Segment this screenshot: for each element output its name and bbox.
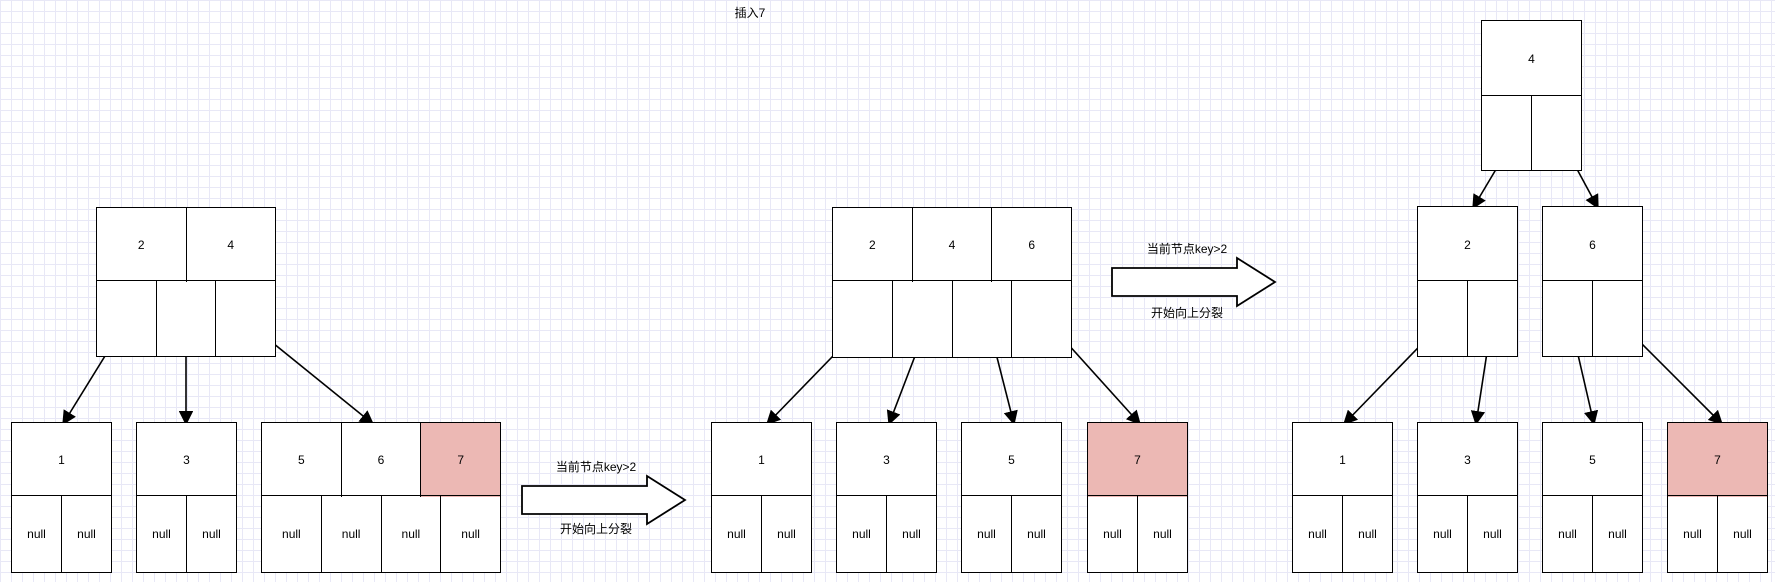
btree-node-s2-leaf5: 5 null null bbox=[961, 422, 1062, 573]
diagram-title: 插入7 bbox=[734, 6, 766, 20]
transition-arrow bbox=[521, 474, 687, 526]
btree-node-s3-mid6: 6 bbox=[1542, 206, 1643, 357]
node-pointer: null bbox=[186, 496, 236, 572]
node-pointer: null bbox=[1308, 527, 1327, 541]
transition-arrow bbox=[1111, 256, 1277, 308]
node-key: 4 bbox=[911, 208, 992, 282]
node-key: 7 bbox=[1668, 423, 1767, 497]
node-pointer: null bbox=[852, 527, 871, 541]
node-pointer: null bbox=[977, 527, 996, 541]
btree-node-s2-leaf1: 1 null null bbox=[711, 422, 812, 573]
node-pointer bbox=[1531, 96, 1581, 170]
transition-label-2-top: 当前节点key>2 bbox=[1146, 242, 1228, 256]
btree-node-s3-root: 4 bbox=[1481, 20, 1582, 171]
node-pointer bbox=[97, 281, 156, 356]
transition-label-2-bottom: 开始向上分裂 bbox=[1150, 306, 1223, 320]
btree-node-s3-mid2: 2 bbox=[1417, 206, 1518, 357]
node-pointer bbox=[1011, 281, 1071, 357]
node-pointer: null bbox=[761, 496, 811, 572]
node-key: 6 bbox=[1589, 237, 1596, 252]
node-key: 7 bbox=[420, 423, 501, 497]
node-key: 5 bbox=[1589, 453, 1596, 467]
node-key: 3 bbox=[1464, 453, 1471, 467]
node-key: 5 bbox=[297, 453, 305, 467]
node-pointer: null bbox=[61, 496, 111, 572]
node-key: 3 bbox=[883, 453, 890, 467]
node-pointer: null bbox=[727, 527, 746, 541]
node-pointer: null bbox=[1558, 527, 1577, 541]
node-pointer: null bbox=[1467, 496, 1517, 572]
node-pointer bbox=[1543, 281, 1592, 356]
node-key: 4 bbox=[1528, 52, 1535, 66]
node-key: 2 bbox=[1464, 237, 1471, 252]
btree-node-s1-leaf1: 1 null null bbox=[11, 422, 112, 573]
node-pointer: null bbox=[1103, 527, 1122, 541]
node-pointer bbox=[951, 281, 1012, 357]
btree-node-s3-leaf3: 3 null null bbox=[1417, 422, 1518, 573]
node-pointer: null bbox=[380, 496, 441, 572]
btree-node-s3-leaf1: 1 null null bbox=[1292, 422, 1393, 573]
btree-node-s2-leaf3: 3 null null bbox=[836, 422, 937, 573]
btree-node-s1-leaf3: 3 null null bbox=[136, 422, 237, 573]
node-pointer bbox=[833, 281, 892, 357]
node-key: 6 bbox=[340, 423, 421, 497]
node-pointer: null bbox=[152, 527, 171, 541]
node-pointer: null bbox=[320, 496, 381, 572]
node-pointer bbox=[1467, 281, 1517, 356]
node-pointer: null bbox=[440, 496, 500, 572]
node-key: 2 bbox=[137, 238, 145, 252]
node-pointer: null bbox=[1592, 496, 1642, 572]
node-pointer: null bbox=[1717, 496, 1767, 572]
node-pointer: null bbox=[27, 527, 46, 541]
node-pointer bbox=[1482, 96, 1531, 170]
node-key: 3 bbox=[183, 453, 190, 467]
node-key: 2 bbox=[868, 238, 876, 252]
node-key: 6 bbox=[991, 208, 1071, 282]
node-key: 1 bbox=[58, 453, 65, 467]
node-key: 5 bbox=[1008, 453, 1015, 467]
btree-node-s3-leaf5: 5 null null bbox=[1542, 422, 1643, 573]
transition-label-1-bottom: 开始向上分裂 bbox=[559, 522, 632, 536]
node-pointer bbox=[155, 281, 216, 356]
node-key: 1 bbox=[758, 453, 765, 467]
transition-label-1-top: 当前节点key>2 bbox=[555, 460, 637, 474]
node-key: 7 bbox=[1088, 423, 1187, 497]
node-pointer bbox=[215, 281, 275, 356]
node-pointer: null bbox=[1137, 496, 1187, 572]
node-pointer: null bbox=[282, 527, 301, 541]
node-pointer: null bbox=[1433, 527, 1452, 541]
node-pointer bbox=[1418, 281, 1467, 356]
node-key: 4 bbox=[185, 208, 276, 282]
node-pointer bbox=[1592, 281, 1642, 356]
node-pointer: null bbox=[1342, 496, 1392, 572]
node-pointer bbox=[891, 281, 952, 357]
node-pointer: null bbox=[1011, 496, 1061, 572]
node-key: 1 bbox=[1339, 453, 1346, 467]
node-pointer: null bbox=[1683, 527, 1702, 541]
node-pointer: null bbox=[886, 496, 936, 572]
